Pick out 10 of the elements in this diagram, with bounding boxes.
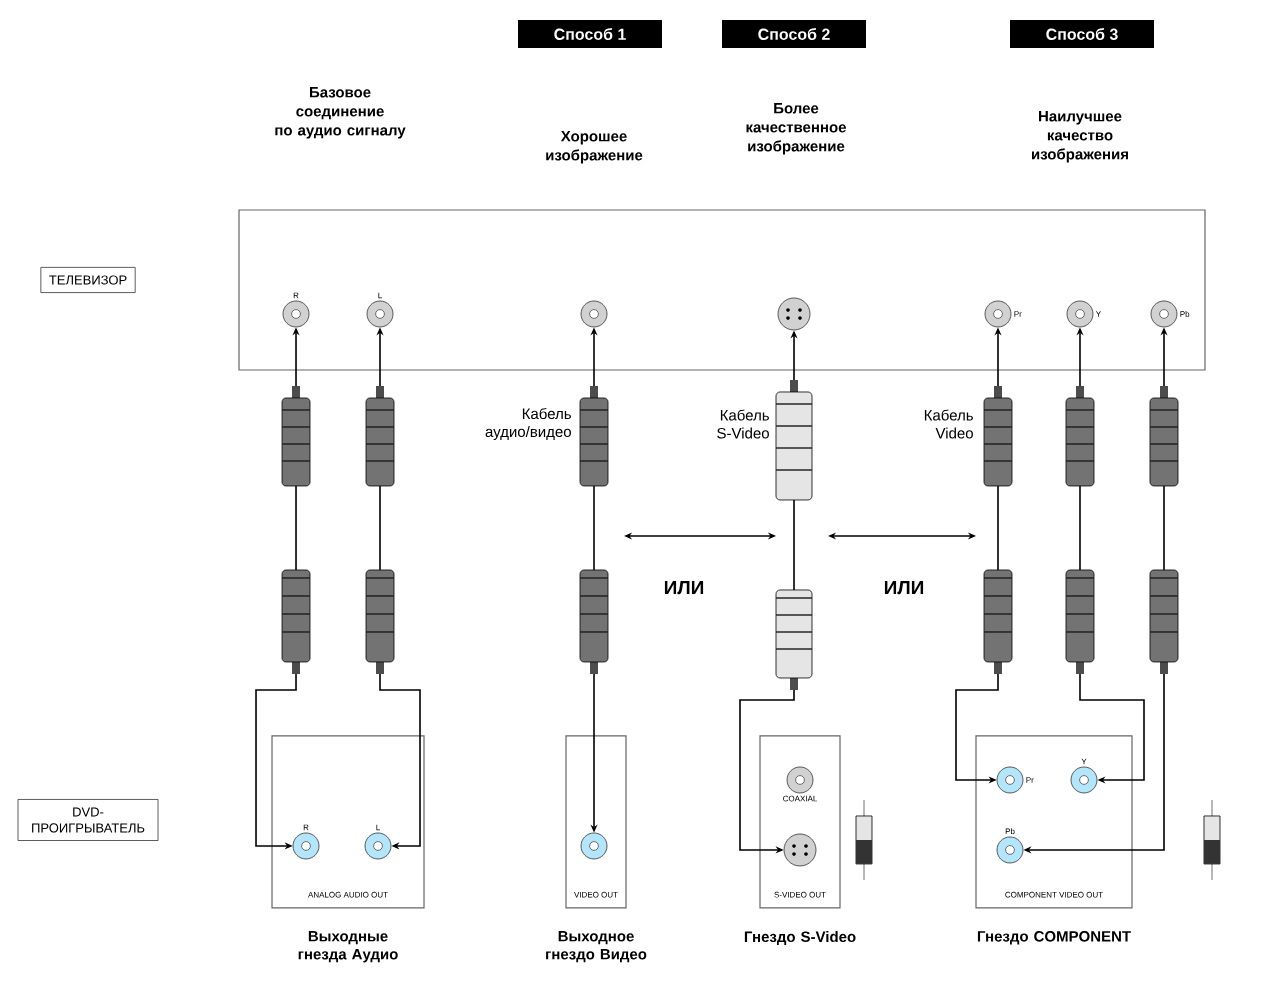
- method-tag: Способ 2: [722, 20, 866, 48]
- jack: [580, 300, 608, 328]
- method-tag: Способ 1: [518, 20, 662, 48]
- method-tag: Способ 3: [1010, 20, 1154, 48]
- tv-panel: [238, 209, 1206, 371]
- or-label: ИЛИ: [664, 581, 704, 595]
- s-video-jack: [777, 297, 811, 331]
- or-label: ИЛИ: [884, 581, 924, 595]
- s-video-jack: [783, 833, 817, 867]
- jack: [580, 832, 608, 860]
